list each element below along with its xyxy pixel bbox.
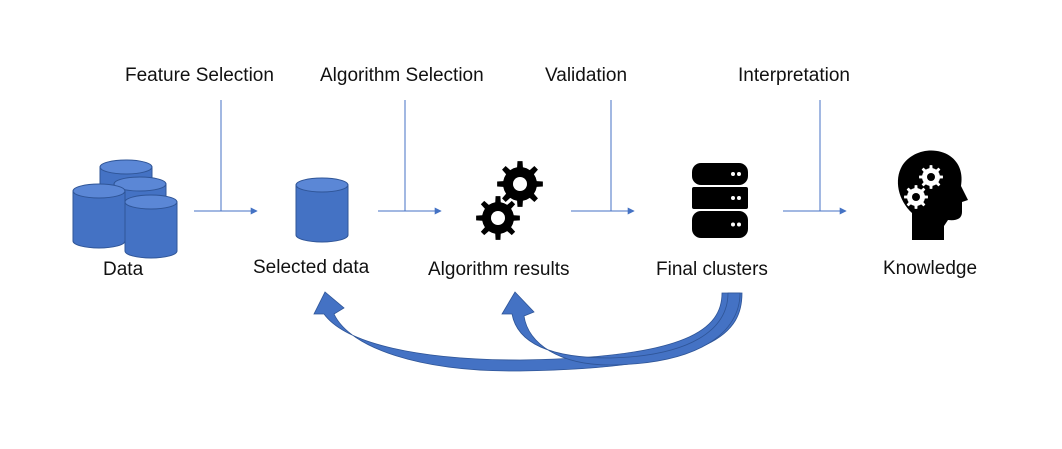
- gears-icon: [476, 161, 543, 240]
- stage-label-selected-data: Selected data: [253, 257, 370, 278]
- gear-icon-lower: [476, 196, 520, 240]
- cylinder-front-left: [72, 183, 126, 249]
- stage-label-final-clusters: Final clusters: [656, 259, 768, 280]
- feedback-arrow-to-algorithm-results: [501, 291, 741, 366]
- server-slab: [692, 211, 748, 238]
- cylinder-selected: [295, 177, 349, 243]
- step-label-feature-selection: Feature Selection: [125, 65, 274, 86]
- cylinder-front-right: [124, 194, 178, 259]
- head-gears-icon: [897, 150, 968, 240]
- step-label-algorithm-selection: Algorithm Selection: [320, 65, 484, 86]
- server-icon: [692, 163, 748, 238]
- head-gear-icon-upper: [919, 165, 943, 189]
- step-label-interpretation: Interpretation: [738, 65, 850, 86]
- step-label-validation: Validation: [545, 65, 628, 86]
- database-stack-icon: [72, 159, 178, 259]
- database-icon: [295, 177, 349, 243]
- stage-label-knowledge: Knowledge: [883, 258, 978, 279]
- gear-icon-upper: [497, 161, 543, 207]
- feedback-arrows: [313, 291, 743, 372]
- stage-label-algorithm-results: Algorithm results: [428, 259, 570, 280]
- step-connectors: [194, 100, 847, 215]
- server-slab: [692, 163, 748, 185]
- stage-label-data: Data: [103, 259, 144, 280]
- server-slab: [692, 187, 748, 209]
- head-gear-icon-lower: [904, 185, 928, 209]
